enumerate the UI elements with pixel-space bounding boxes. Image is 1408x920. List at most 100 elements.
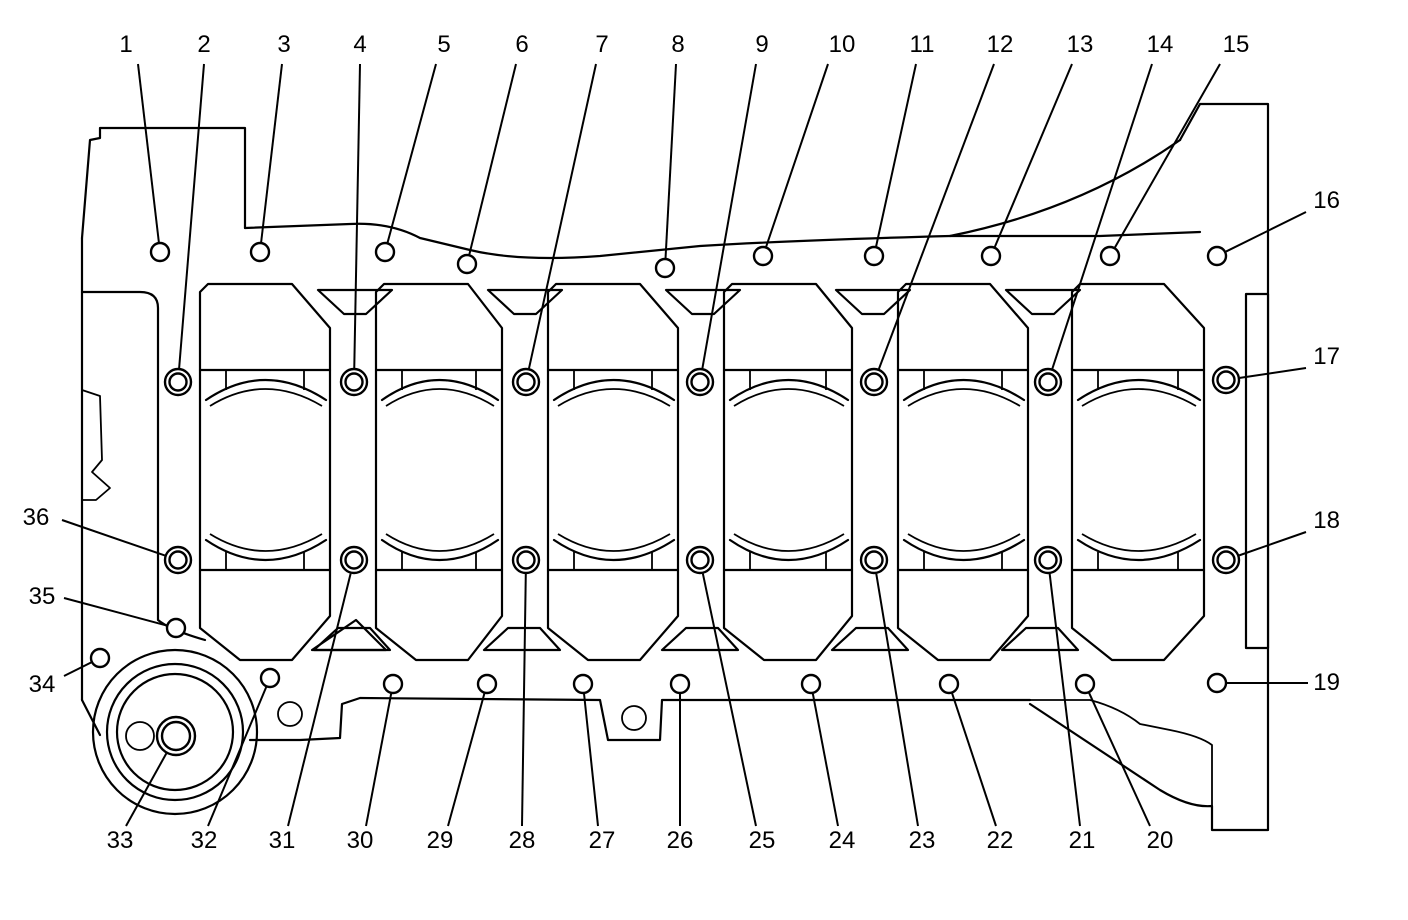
- top-window-1: [316, 288, 394, 316]
- bolt-19[interactable]: [1206, 672, 1228, 694]
- leader-line-29: [447, 693, 486, 827]
- bolt-18-head: [1216, 550, 1236, 570]
- bolt-26[interactable]: [669, 673, 691, 695]
- bolt-29-head: [476, 673, 498, 695]
- bolt-10[interactable]: [752, 245, 774, 267]
- bolt-label-13: 13: [1067, 31, 1094, 58]
- bolt-1[interactable]: [149, 241, 171, 263]
- bottom-window-2: [482, 626, 562, 652]
- leader-line-10: [765, 63, 829, 247]
- leader-lines: [61, 63, 1308, 827]
- bolt-15-head: [1099, 245, 1121, 267]
- bolt-7[interactable]: [511, 367, 541, 397]
- leader-line-3: [260, 63, 283, 243]
- bolt-label-29: 29: [427, 827, 454, 854]
- bottom-window-3: [660, 626, 740, 652]
- leader-line-23: [875, 573, 919, 827]
- block-structure: [80, 102, 1270, 832]
- top-window-5: [1004, 288, 1082, 316]
- leader-line-15: [1114, 63, 1221, 248]
- bolt-35-head: [165, 617, 187, 639]
- bolt-12-head: [864, 372, 884, 392]
- bolt-12[interactable]: [859, 367, 889, 397]
- bolt-6[interactable]: [456, 253, 478, 275]
- bolt-27[interactable]: [572, 673, 594, 695]
- bolt-label-35: 35: [29, 583, 56, 610]
- bolt-3[interactable]: [249, 241, 271, 263]
- bolt-22-head: [938, 673, 960, 695]
- bearing-bay-3: [546, 282, 680, 662]
- bolt-17[interactable]: [1211, 365, 1241, 395]
- bolt-30-head: [382, 673, 404, 695]
- bolt-30[interactable]: [382, 673, 404, 695]
- leader-line-14: [1051, 63, 1153, 370]
- bolt-28[interactable]: [511, 545, 541, 575]
- bolt-label-8: 8: [671, 31, 684, 58]
- bolt-21[interactable]: [1033, 545, 1063, 575]
- leader-line-2: [178, 63, 205, 369]
- leader-line-20: [1088, 692, 1151, 827]
- bolt-36-head: [168, 550, 188, 570]
- bolt-5-head: [374, 241, 396, 263]
- bolt-label-15: 15: [1223, 31, 1250, 58]
- bolt-9[interactable]: [685, 367, 715, 397]
- leader-line-5: [386, 63, 437, 243]
- bolt-label-14: 14: [1147, 31, 1174, 58]
- bolt-16[interactable]: [1206, 245, 1228, 267]
- bolt-8[interactable]: [654, 257, 676, 279]
- leader-line-27: [583, 693, 599, 827]
- leader-line-36: [61, 519, 166, 557]
- bearing-bay-4: [722, 282, 854, 662]
- leader-line-25: [701, 573, 757, 827]
- bolt-13-head: [980, 245, 1002, 267]
- bolt-20[interactable]: [1074, 673, 1096, 695]
- bolt-26-head: [669, 673, 691, 695]
- bolt-label-9: 9: [755, 31, 768, 58]
- bolt-label-20: 20: [1147, 827, 1174, 854]
- bolt-29[interactable]: [476, 673, 498, 695]
- bolt-32[interactable]: [259, 667, 281, 689]
- bolt-22[interactable]: [938, 673, 960, 695]
- bolt-label-10: 10: [829, 31, 856, 58]
- bolt-label-17: 17: [1313, 343, 1340, 370]
- bolt-21-head: [1038, 550, 1058, 570]
- bolt-17-head: [1216, 370, 1236, 390]
- bearing-bay-6: [1070, 282, 1206, 662]
- leader-line-12: [878, 63, 995, 370]
- bottom-window-0: [310, 618, 388, 652]
- bolt-34[interactable]: [89, 647, 111, 669]
- leader-line-9: [701, 63, 757, 369]
- bearing-bays: [198, 282, 1206, 662]
- bolt-label-1: 1: [119, 31, 132, 58]
- leader-line-13: [993, 63, 1073, 248]
- bolt-35[interactable]: [165, 617, 187, 639]
- leader-line-22: [951, 693, 997, 827]
- bolt-label-2: 2: [197, 31, 210, 58]
- bolt-11[interactable]: [863, 245, 885, 267]
- leader-line-34: [63, 661, 92, 677]
- bolt-2[interactable]: [163, 367, 193, 397]
- leader-line-1: [137, 63, 160, 243]
- bolt-label-34: 34: [29, 671, 56, 698]
- bolt-14[interactable]: [1033, 367, 1063, 397]
- bolt-13[interactable]: [980, 245, 1002, 267]
- bolt-18[interactable]: [1211, 545, 1241, 575]
- bolt-label-11: 11: [910, 31, 935, 58]
- bolt-33[interactable]: [155, 715, 197, 757]
- bolt-36[interactable]: [163, 545, 193, 575]
- bearing-bay-1: [198, 282, 332, 662]
- bolt-label-4: 4: [353, 31, 366, 58]
- bolt-25[interactable]: [685, 545, 715, 575]
- bolt-24[interactable]: [800, 673, 822, 695]
- bolt-31-head: [344, 550, 364, 570]
- bolt-label-22: 22: [987, 827, 1014, 854]
- bolt-4-head: [344, 372, 364, 392]
- top-window-2: [486, 288, 564, 316]
- bottom-window-5: [1000, 626, 1080, 652]
- bolt-5[interactable]: [374, 241, 396, 263]
- bolt-31[interactable]: [339, 545, 369, 575]
- bolt-4[interactable]: [339, 367, 369, 397]
- bolt-23[interactable]: [859, 545, 889, 575]
- bolt-15[interactable]: [1099, 245, 1121, 267]
- leader-line-7: [528, 63, 597, 369]
